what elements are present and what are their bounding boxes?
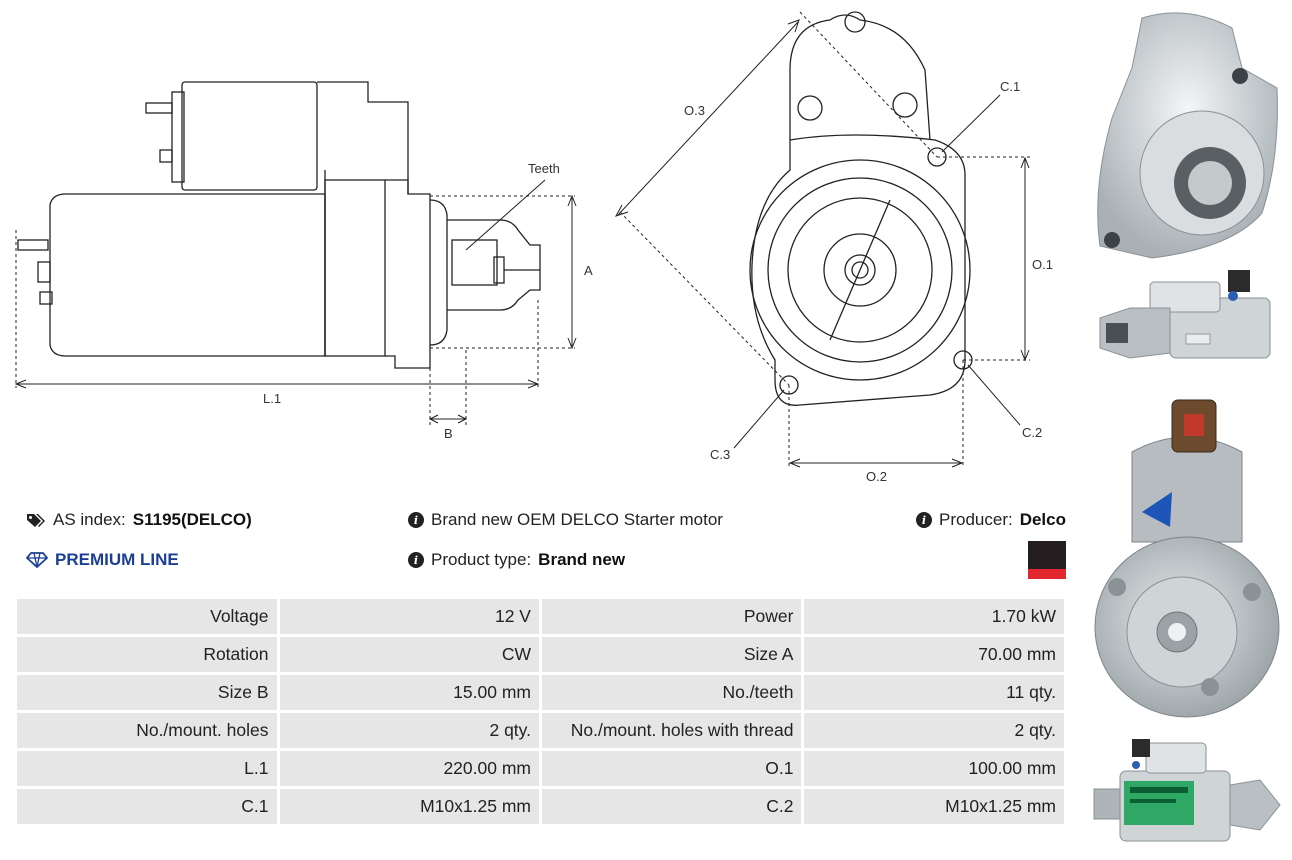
spec-value: 15.00 mm — [276, 672, 542, 713]
as-index-value: S1195(DELCO) — [132, 510, 252, 529]
spec-value: 2 qty. — [276, 710, 542, 751]
description-text: Brand new OEM DELCO Starter motor — [431, 510, 723, 529]
premium-line: PREMIUM LINE — [26, 550, 179, 570]
spec-label: Size B — [14, 672, 280, 713]
spec-value: M10x1.25 mm — [276, 786, 542, 827]
product-photo-label — [1093, 739, 1281, 842]
product-photo-side — [1099, 270, 1271, 359]
spec-label: No./mount. holes with thread — [538, 710, 805, 751]
spec-value: CW — [276, 634, 542, 675]
product-photo-rear — [1094, 399, 1280, 718]
dim-a-label: A — [584, 263, 593, 278]
spec-value: 220.00 mm — [276, 748, 542, 789]
spec-label: C.2 — [538, 786, 805, 827]
dim-b-label: B — [444, 426, 453, 441]
dim-o3-label: O.3 — [684, 103, 705, 118]
spec-label: Voltage — [14, 596, 280, 637]
diamond-icon — [26, 552, 48, 568]
spec-value: 70.00 mm — [801, 634, 1067, 675]
side-view — [17, 81, 541, 369]
starter-drawing-svg: Teeth A B L.1 — [14, 11, 1053, 484]
dim-c2-label: C.2 — [1022, 425, 1042, 440]
spec-label: No./mount. holes — [14, 710, 280, 751]
spec-value: 12 V — [276, 596, 542, 637]
spec-value: M10x1.25 mm — [801, 786, 1067, 827]
spec-label: Rotation — [14, 634, 280, 675]
front-view — [749, 11, 973, 406]
spec-value: 1.70 kW — [801, 596, 1067, 637]
premium-line-label: PREMIUM LINE — [55, 550, 179, 569]
product-type-value: Brand new — [538, 550, 626, 569]
spec-label: O.1 — [538, 748, 805, 789]
dim-c3-label: C.3 — [710, 447, 730, 462]
front-dimensions — [614, 11, 1030, 468]
spec-label: C.1 — [14, 786, 280, 827]
product-photo-front — [1097, 12, 1278, 259]
tags-icon — [27, 514, 45, 527]
spec-value: 11 qty. — [801, 672, 1067, 713]
info-icon: i — [916, 512, 932, 528]
spec-label: L.1 — [14, 748, 280, 789]
info-icon: i — [408, 552, 424, 568]
product-type-label: Product type: — [431, 550, 532, 569]
side-dimensions — [14, 179, 577, 425]
producer-label: Producer: — [939, 510, 1013, 529]
dim-o1-label: O.1 — [1032, 257, 1053, 272]
spec-label: Size A — [538, 634, 805, 675]
spec-label: No./teeth — [538, 672, 805, 713]
as-index: AS index: S1195(DELCO) — [26, 510, 252, 530]
dim-c1-label: C.1 — [1000, 79, 1020, 94]
dim-o2-label: O.2 — [866, 469, 887, 484]
dim-l1-label: L.1 — [263, 391, 281, 406]
producer-flag — [1028, 541, 1066, 579]
spec-value: 100.00 mm — [801, 748, 1067, 789]
spec-value: 2 qty. — [801, 710, 1067, 751]
info-icon: i — [408, 512, 424, 528]
description: i Brand new OEM DELCO Starter motor — [408, 510, 723, 530]
as-index-label: AS index: — [53, 510, 126, 529]
technical-drawing: Teeth A B L.1 — [0, 0, 1080, 490]
producer-value: Delco — [1019, 510, 1066, 529]
product-type: i Product type: Brand new — [408, 550, 625, 570]
teeth-label: Teeth — [528, 161, 560, 176]
spec-label: Power — [538, 596, 805, 637]
producer: i Producer: Delco — [916, 510, 1066, 530]
